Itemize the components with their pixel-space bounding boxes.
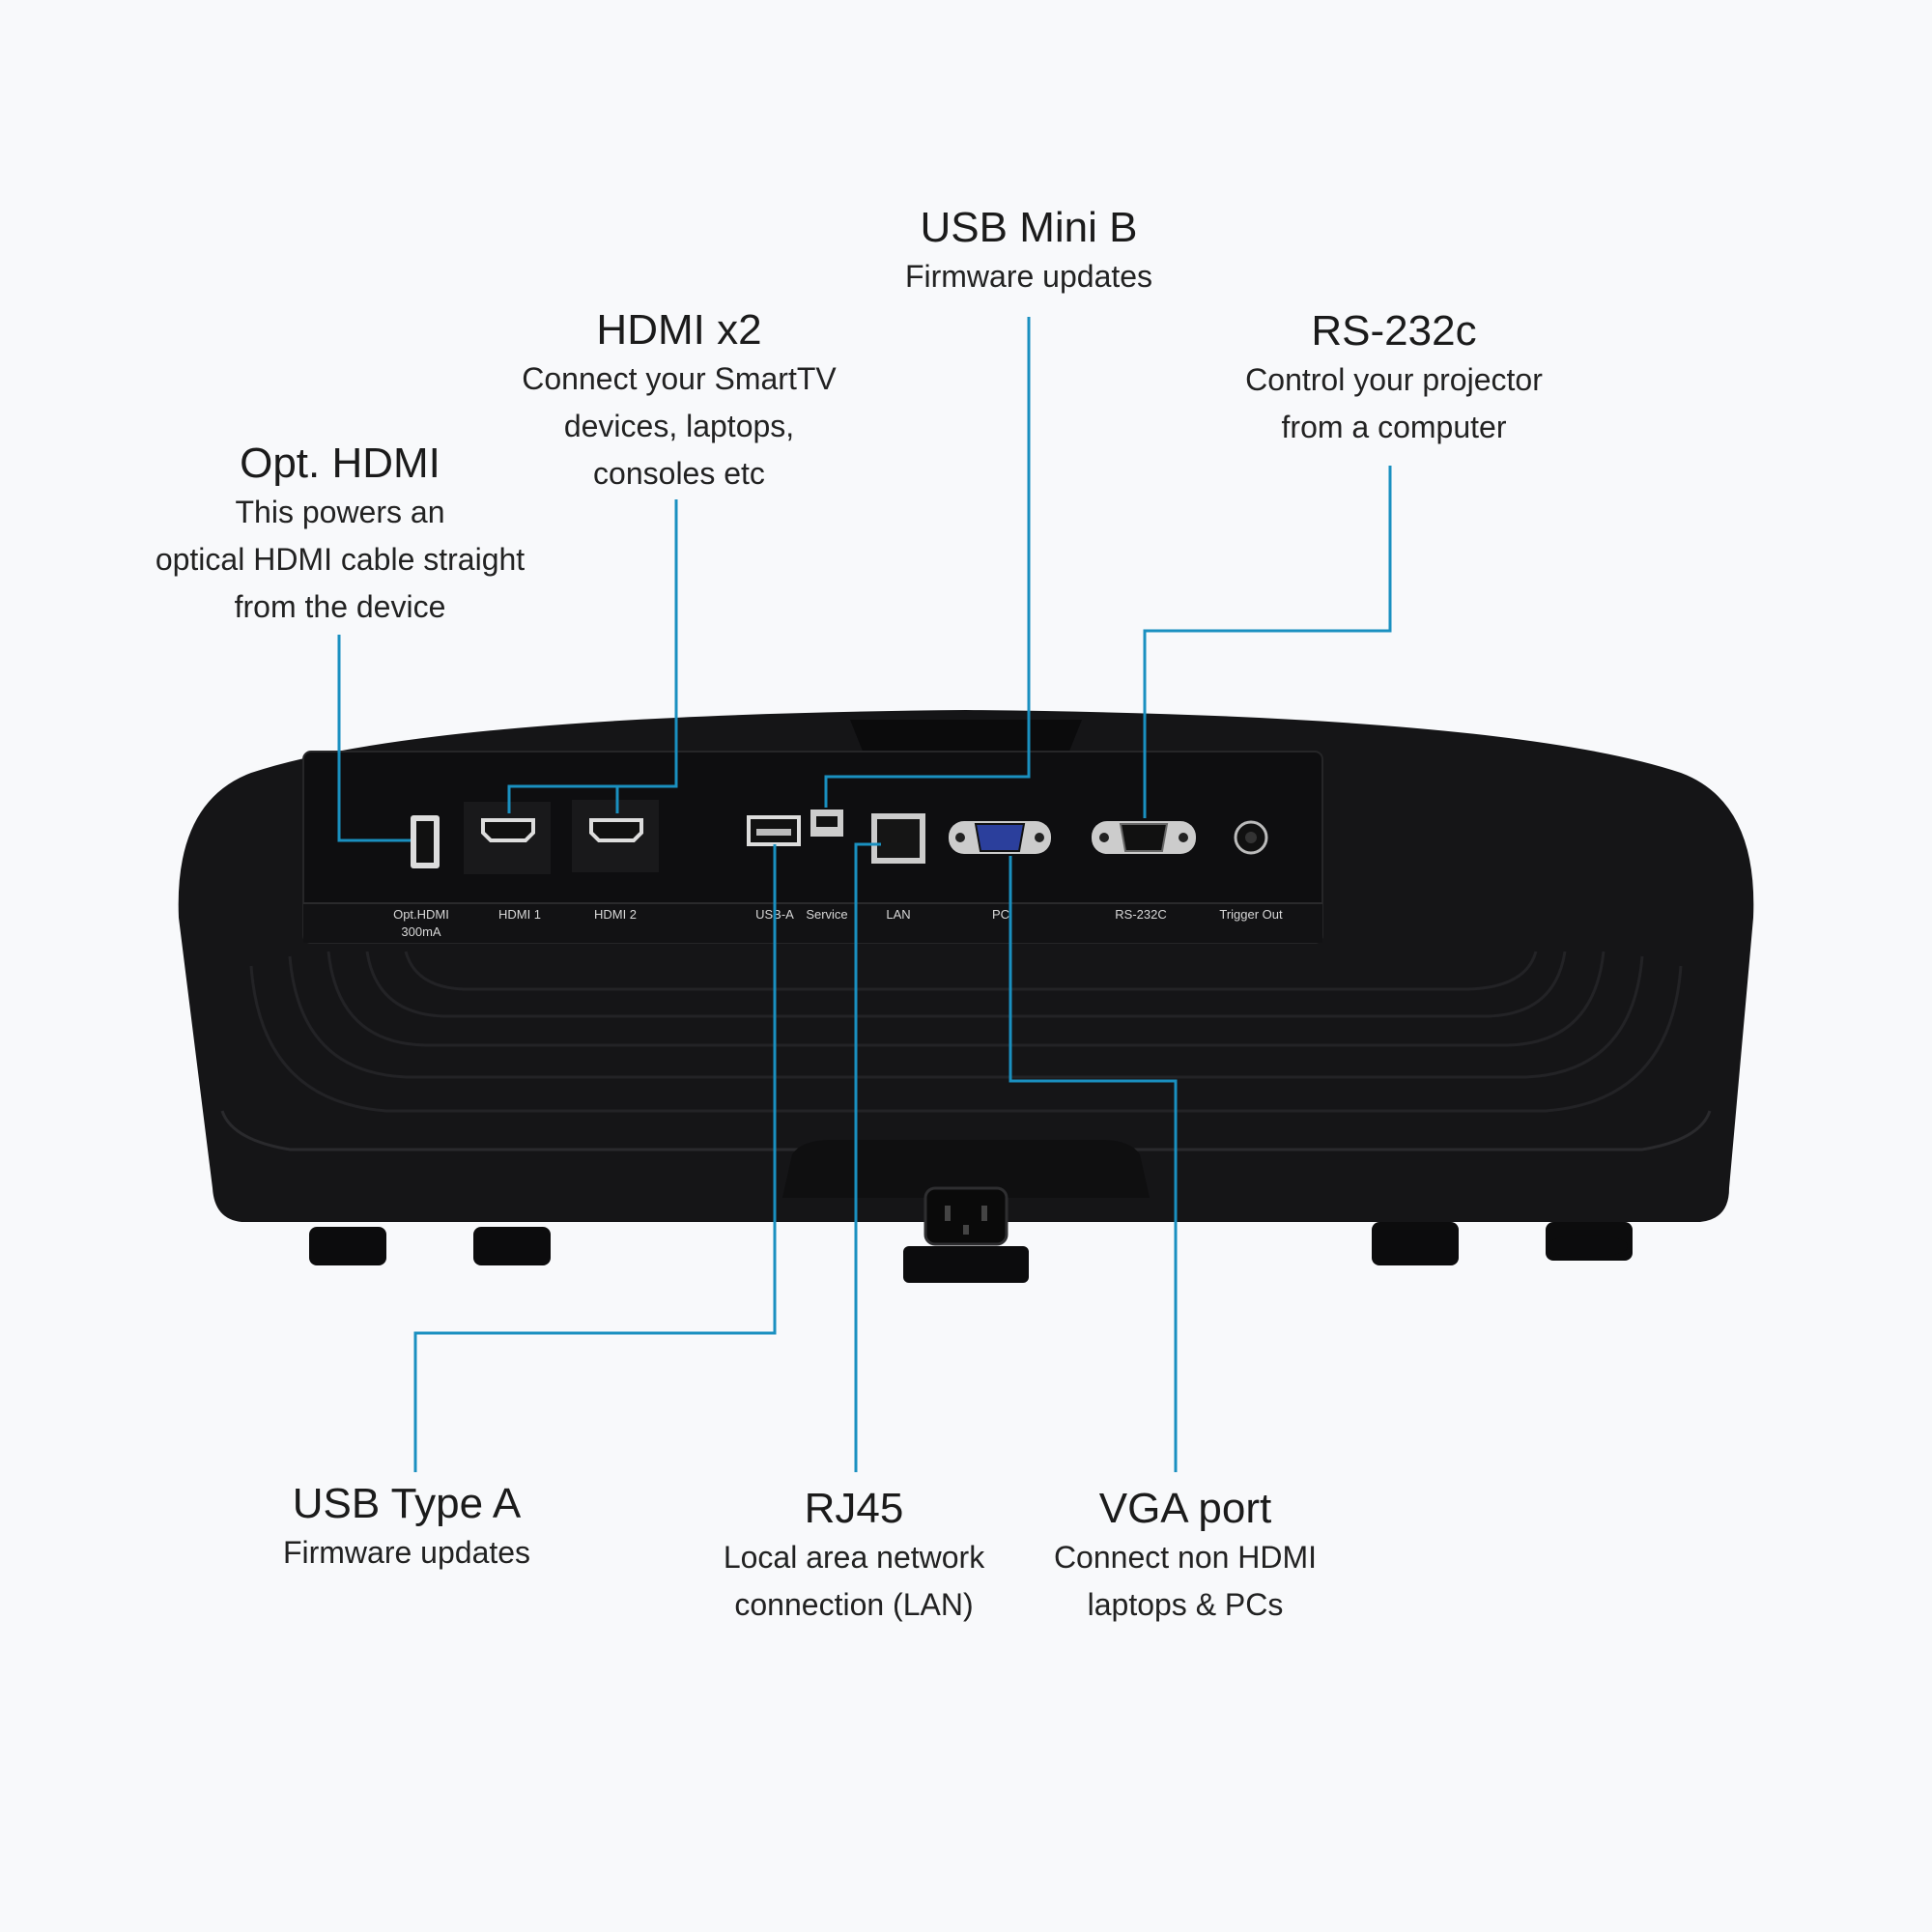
power-inlet bbox=[923, 1186, 1009, 1246]
callout-title: USB Type A bbox=[292, 1480, 522, 1527]
port-label-hdmi2: HDMI 2 bbox=[594, 907, 637, 922]
lan-port bbox=[871, 813, 925, 864]
leader-rj45 bbox=[854, 842, 881, 1472]
port-label-opt-hdmi-sub: 300mA bbox=[401, 924, 441, 939]
callout-title: HDMI x2 bbox=[596, 306, 762, 354]
leader-opt-hdmi bbox=[337, 635, 411, 842]
callout-rj45: RJ45 Local area network connection (LAN) bbox=[724, 1484, 984, 1629]
callout-title: RS-232c bbox=[1311, 307, 1477, 355]
callout-line: Firmware updates bbox=[282, 1535, 531, 1570]
leader-usb-mini-b bbox=[824, 317, 1031, 808]
leader-usb-a bbox=[413, 844, 777, 1472]
port-label-rs232c: RS-232C bbox=[1115, 907, 1166, 922]
callout-rs232c: RS-232c Control your projector from a co… bbox=[1245, 306, 1543, 451]
callout-title: VGA port bbox=[1098, 1485, 1272, 1532]
body-texture bbox=[249, 951, 1683, 1113]
callout-line: devices, laptops, bbox=[563, 409, 795, 443]
callout-hdmi-x2: HDMI x2 Connect your SmartTV devices, la… bbox=[522, 305, 836, 497]
hdmi2-port bbox=[572, 800, 659, 872]
usb-a-port bbox=[747, 815, 801, 846]
leader-vga bbox=[1009, 856, 1178, 1472]
leader-lines bbox=[337, 317, 1392, 1472]
callout-line: Connect non HDMI bbox=[1053, 1540, 1318, 1575]
usb-mini-b-port bbox=[810, 810, 843, 837]
port-label-opt-hdmi: Opt.HDMI bbox=[393, 907, 449, 922]
callout-title: Opt. HDMI bbox=[240, 440, 440, 487]
callout-line: laptops & PCs bbox=[1087, 1587, 1284, 1622]
callout-line: Control your projector bbox=[1245, 362, 1543, 397]
callout-title: RJ45 bbox=[804, 1485, 904, 1532]
trigger-out-port bbox=[1234, 820, 1268, 855]
rs232c-port bbox=[1092, 821, 1196, 854]
callout-line: from a computer bbox=[1281, 410, 1507, 444]
callout-line: Firmware updates bbox=[904, 259, 1153, 294]
callout-line: connection (LAN) bbox=[734, 1587, 974, 1622]
callout-usb-type-a: USB Type A Firmware updates bbox=[283, 1479, 530, 1577]
callout-line: Local area network bbox=[723, 1540, 985, 1575]
vga-port bbox=[949, 821, 1051, 854]
port-label-service: Service bbox=[806, 907, 847, 922]
port-label-lan: LAN bbox=[886, 907, 910, 922]
callout-line: consoles etc bbox=[593, 456, 765, 491]
port-label-trigger: Trigger Out bbox=[1219, 907, 1283, 922]
callout-line: from the device bbox=[234, 589, 446, 624]
port-label-pc: PC bbox=[992, 907, 1009, 922]
leader-hdmi bbox=[507, 499, 678, 813]
callout-line: This powers an bbox=[235, 495, 445, 529]
projector-feet bbox=[309, 1222, 1633, 1283]
port-label-hdmi1: HDMI 1 bbox=[498, 907, 541, 922]
leader-rs232c bbox=[1143, 466, 1392, 818]
opt-hdmi-port bbox=[411, 815, 440, 868]
hdmi1-port bbox=[464, 802, 551, 874]
callout-line: optical HDMI cable straight bbox=[155, 542, 526, 577]
callout-line: Connect your SmartTV bbox=[522, 361, 837, 396]
callout-usb-mini-b: USB Mini B Firmware updates bbox=[905, 203, 1152, 300]
callout-title: USB Mini B bbox=[920, 204, 1138, 251]
callout-opt-hdmi: Opt. HDMI This powers an optical HDMI ca… bbox=[156, 439, 525, 631]
callout-vga: VGA port Connect non HDMI laptops & PCs bbox=[1054, 1484, 1317, 1629]
